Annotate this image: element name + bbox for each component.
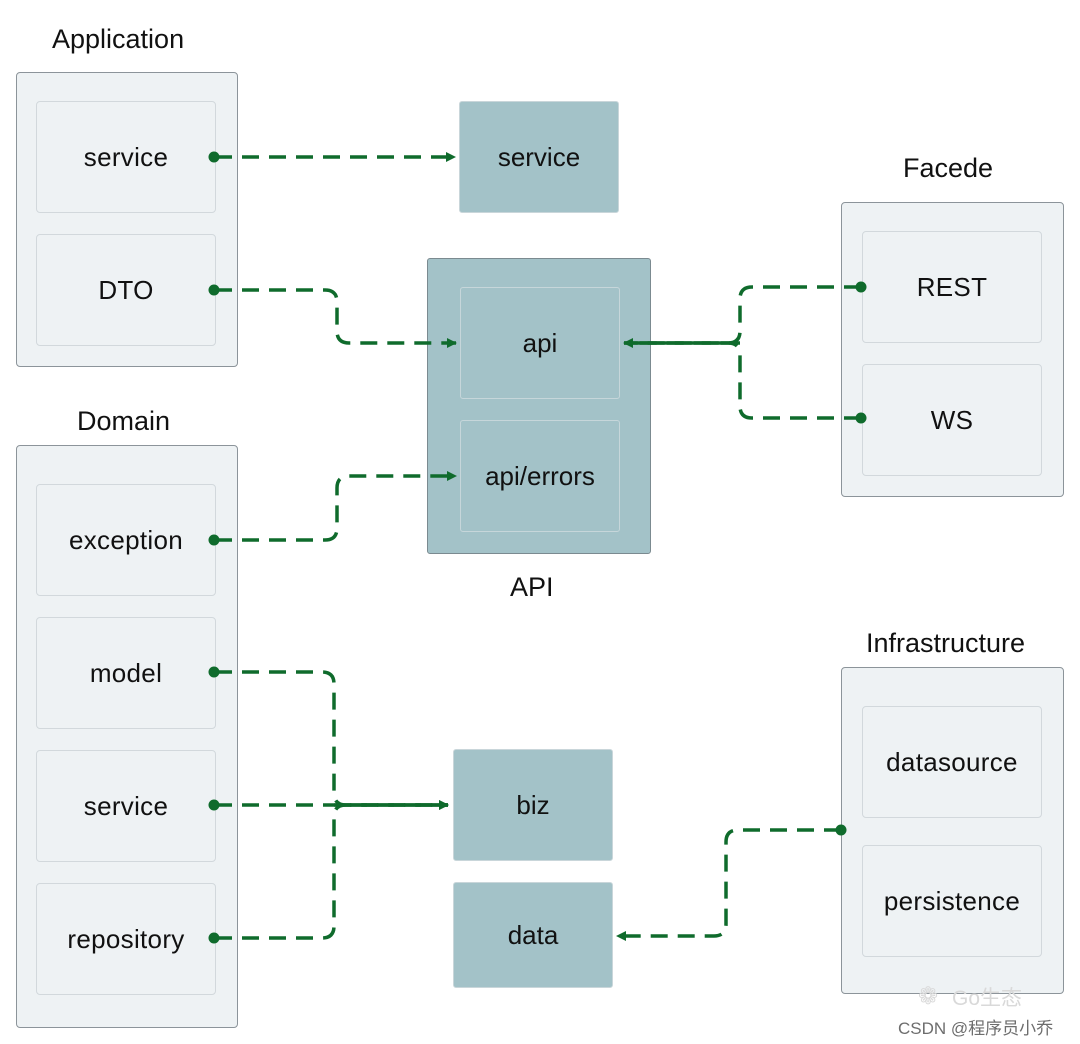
api-errors-item: api/errors (460, 420, 620, 532)
wechat-icon: ❁ (918, 983, 939, 1010)
domain-model-item: model (36, 617, 216, 729)
connector-rest-to-api (623, 285, 861, 348)
biz-target-box: biz (453, 749, 613, 861)
connector-infrastructure-to-data (616, 828, 841, 941)
watermark-credit: CSDN @程序员小乔 (898, 1019, 1054, 1038)
domain-group: exception model service repository (16, 445, 238, 1028)
service-target-box: service (459, 101, 619, 213)
connector-dot-dto (208, 284, 220, 296)
domain-repository-item: repository (36, 883, 216, 995)
connector-dto-to-api (215, 288, 457, 348)
application-title: Application (52, 24, 185, 54)
connector-dot-repository (208, 932, 220, 944)
domain-exception-item: exception (36, 484, 216, 596)
infrastructure-datasource-item: datasource (862, 706, 1042, 818)
connector-dot-infrastructure (835, 824, 847, 836)
application-group: service DTO (16, 72, 238, 367)
infrastructure-persistence-item: persistence (862, 845, 1042, 957)
application-service-item: service (36, 101, 216, 213)
connector-model-to-biz (215, 670, 449, 810)
watermark-brand: Go生态 (952, 987, 1023, 1010)
connector-repository-to-biz (215, 803, 448, 940)
facede-group: REST WS (841, 202, 1064, 497)
connector-dot-model (208, 666, 220, 678)
connector-dot-rest (855, 281, 867, 293)
connector-ws-to-api (624, 341, 861, 420)
api-item: api (460, 287, 620, 399)
application-dto-item: DTO (36, 234, 216, 346)
facede-ws-item: WS (862, 364, 1042, 476)
facede-title: Facede (903, 153, 994, 183)
infrastructure-group: datasource persistence (841, 667, 1064, 994)
connector-dot-app-service (208, 151, 220, 163)
facede-rest-item: REST (862, 231, 1042, 343)
infrastructure-title: Infrastructure (866, 628, 1026, 658)
api-title: API (510, 572, 554, 602)
connector-dot-exception (208, 534, 220, 546)
connector-dot-domain-service (208, 799, 220, 811)
data-target-box: data (453, 882, 613, 988)
connector-exception-to-api-errors (215, 471, 457, 542)
domain-title: Domain (77, 406, 171, 436)
api-group: api api/errors (427, 258, 651, 554)
domain-service-item: service (36, 750, 216, 862)
connector-dot-ws (855, 412, 867, 424)
